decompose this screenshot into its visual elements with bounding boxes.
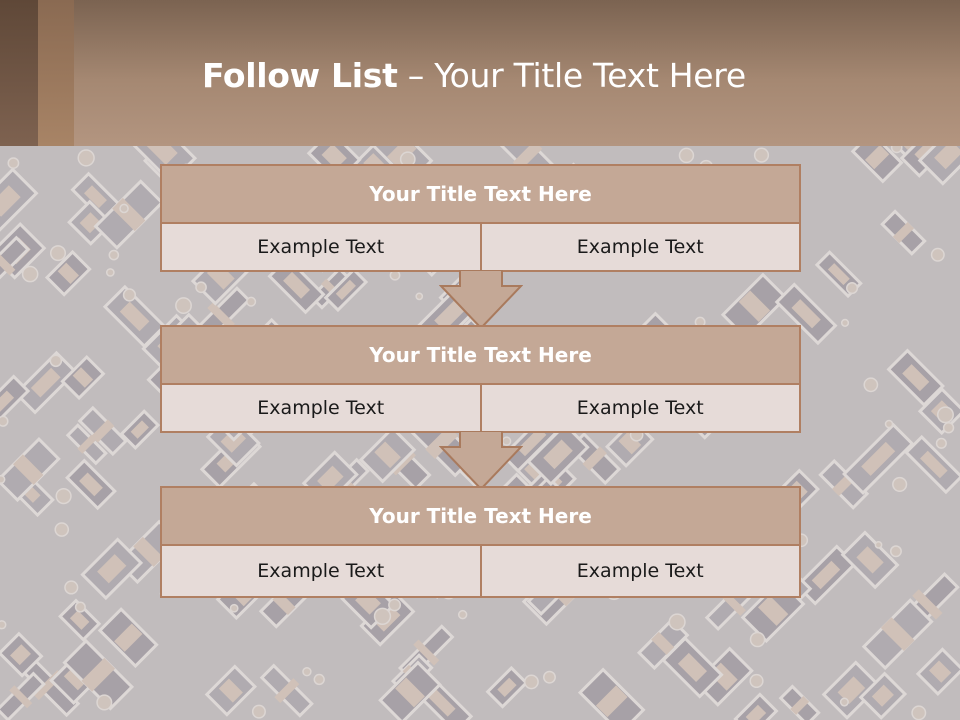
flow-cell-right[interactable]: Example Text	[479, 546, 800, 596]
flow-block-3[interactable]: Your Title Text Here Example Text Exampl…	[160, 486, 801, 598]
flow-block-1[interactable]: Your Title Text Here Example Text Exampl…	[160, 164, 801, 272]
flow-cell-left[interactable]: Example Text	[257, 397, 385, 419]
flow-cell-left[interactable]: Example Text	[257, 236, 385, 258]
down-arrow-icon	[439, 270, 523, 330]
flow-cell-right[interactable]: Example Text	[479, 385, 800, 431]
flow-block-title[interactable]: Your Title Text Here	[162, 327, 799, 385]
flow-block-2[interactable]: Your Title Text Here Example Text Exampl…	[160, 325, 801, 433]
flow-block-title[interactable]: Your Title Text Here	[162, 166, 799, 224]
header-accent-light	[38, 0, 74, 146]
flow-block-row: Example Text Example Text	[162, 224, 799, 270]
flow-block-row: Example Text Example Text	[162, 546, 799, 596]
header-band: Follow List – Your Title Text Here	[0, 0, 960, 146]
flow-block-row: Example Text Example Text	[162, 385, 799, 431]
slide-title[interactable]: Follow List – Your Title Text Here	[202, 56, 746, 96]
flow-block-title[interactable]: Your Title Text Here	[162, 488, 799, 546]
flow-cell-left[interactable]: Example Text	[257, 560, 385, 582]
flow-cell-right[interactable]: Example Text	[479, 224, 800, 270]
header-accent-dark	[0, 0, 38, 146]
down-arrow-icon	[439, 431, 523, 491]
slide-title-bold: Follow List	[202, 56, 398, 95]
slide-title-rest: – Your Title Text Here	[397, 56, 746, 95]
